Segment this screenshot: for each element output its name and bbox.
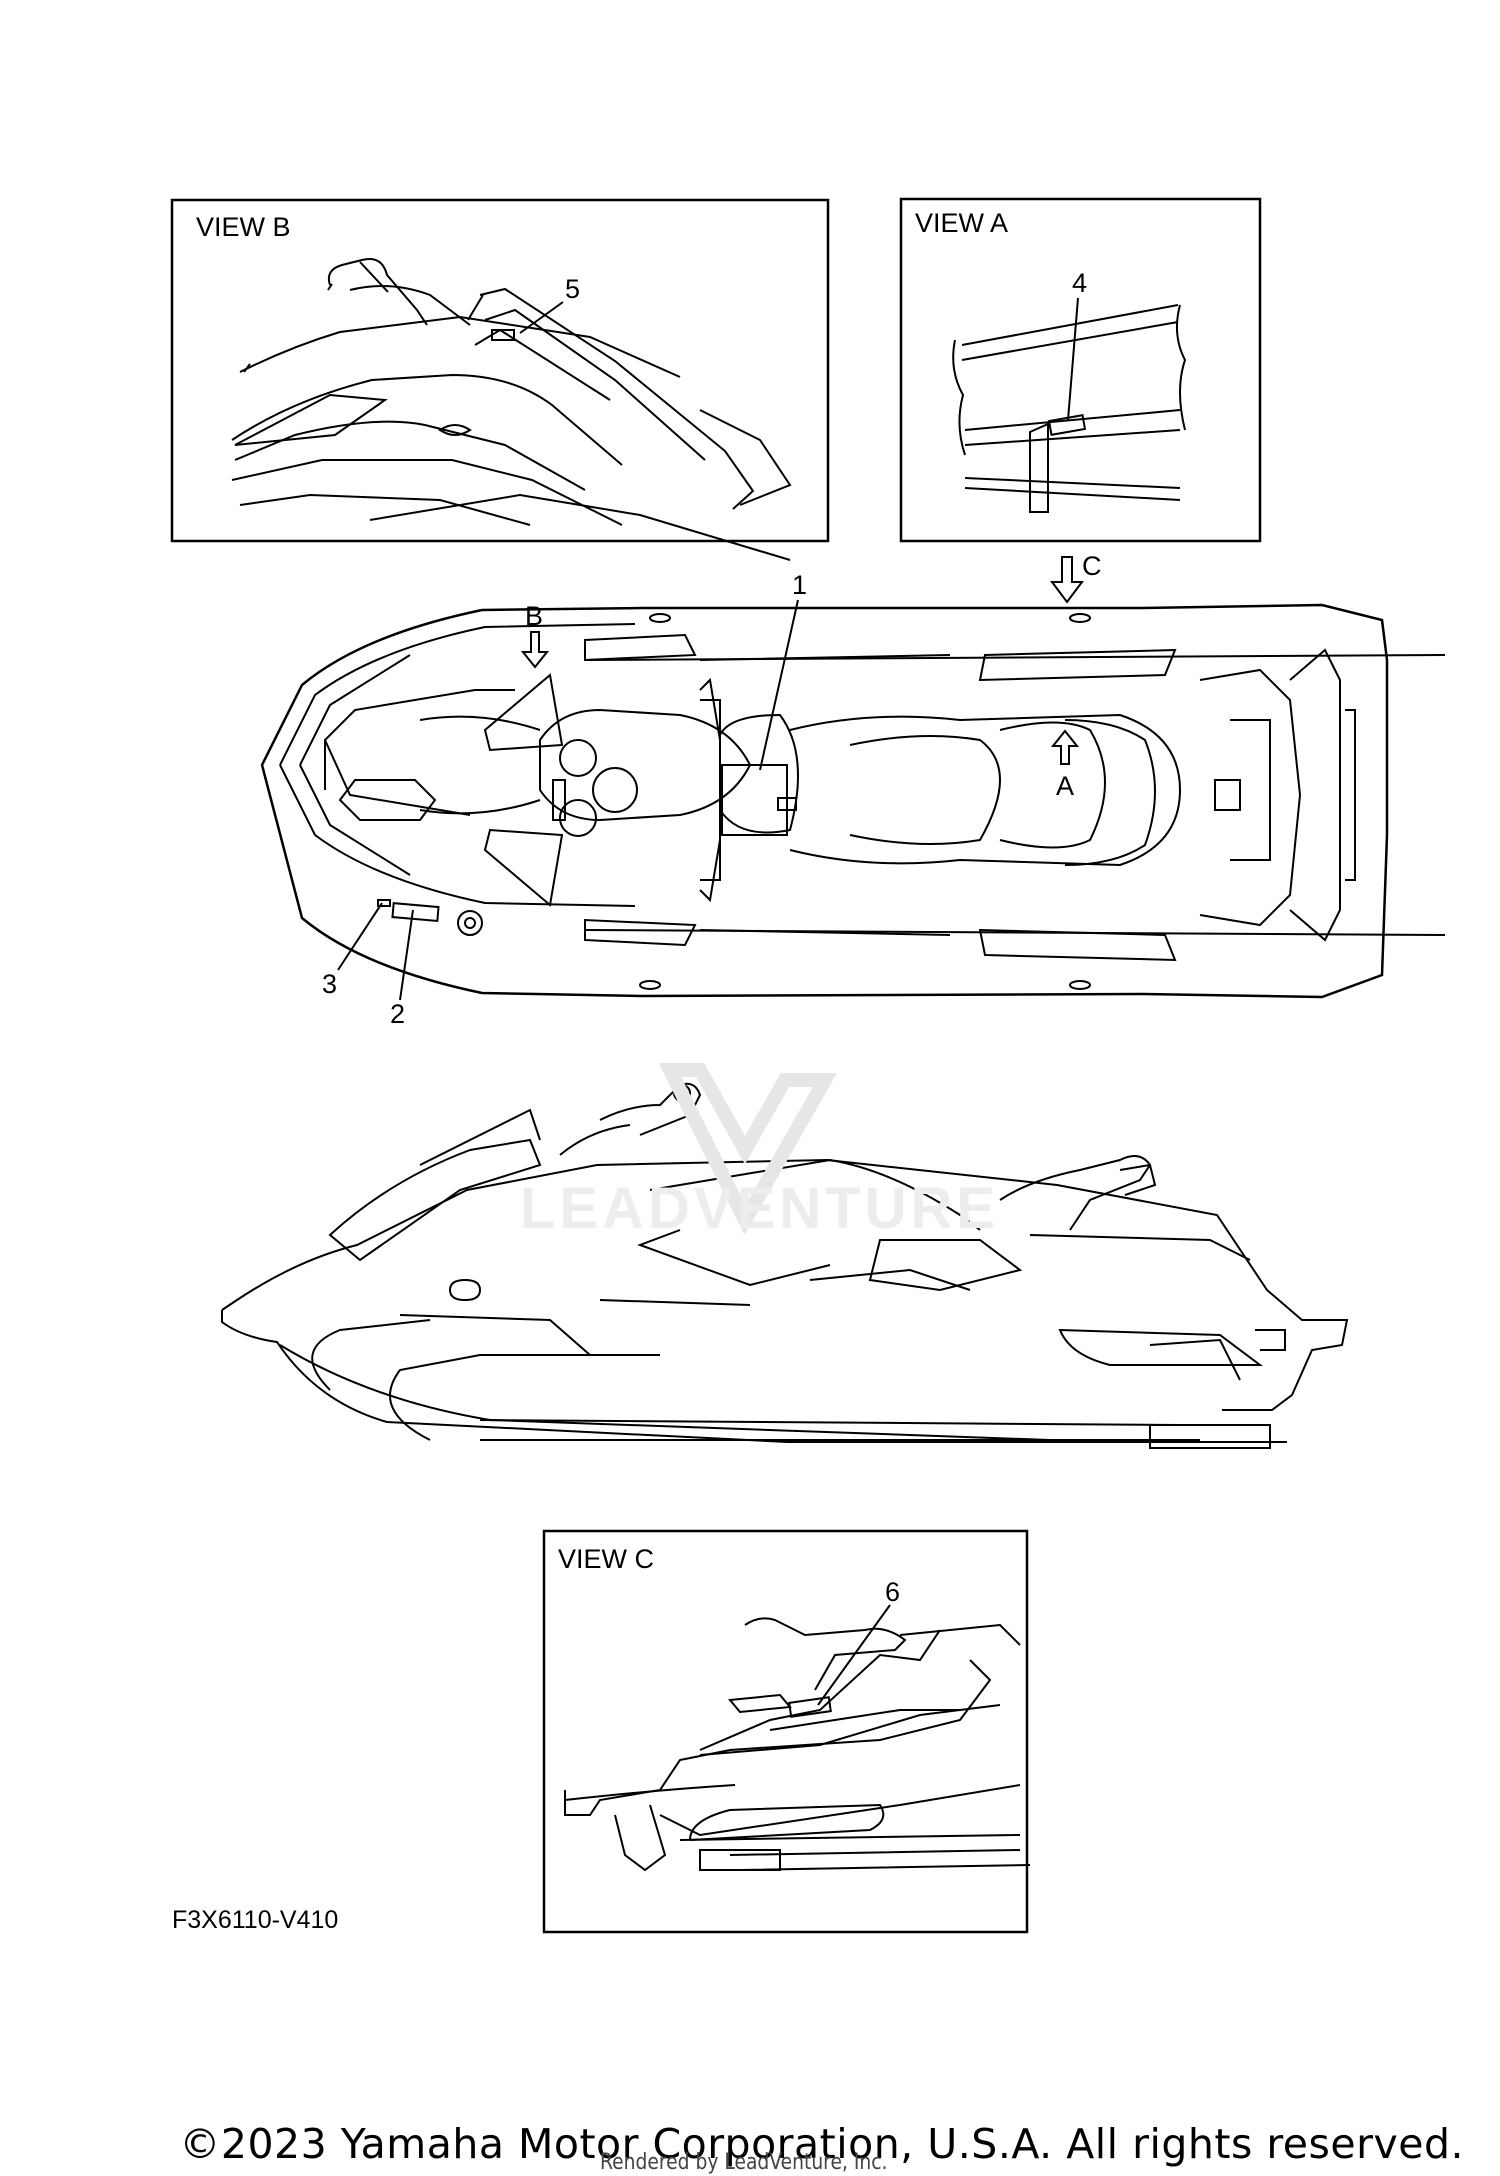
top-view-hull — [260, 603, 1446, 999]
view-a-label: VIEW A — [915, 208, 1008, 238]
leadventure-watermark — [658, 1063, 838, 1235]
copyright-text: ©2023 Yamaha Motor Corporation, U.S.A. A… — [179, 2120, 1464, 2168]
callout-3: 3 — [322, 969, 337, 999]
arrow-b — [520, 631, 550, 669]
callout-5: 5 — [565, 274, 580, 304]
arrow-b-label: B — [525, 601, 543, 631]
arrow-a — [1050, 729, 1080, 765]
callout-2: 2 — [390, 999, 405, 1029]
label-5-marker — [491, 329, 515, 341]
label-3-marker — [377, 899, 391, 907]
callout-6: 6 — [885, 1577, 900, 1607]
arrow-c — [1050, 556, 1084, 604]
rendered-by-text: Rendered by LeadVenture, Inc. — [600, 2150, 888, 2175]
label-1-marker — [721, 764, 788, 836]
callout-4-leader — [1067, 297, 1079, 421]
arrow-a-label: A — [1056, 771, 1074, 801]
callout-1: 1 — [792, 570, 807, 600]
label-2-marker — [391, 902, 440, 923]
watermark-text: LEADVENTURE — [520, 1176, 999, 1241]
callout-3-leader — [337, 902, 383, 971]
view-a-panel: VIEW A — [899, 197, 1262, 543]
label-6-marker — [788, 1696, 832, 1718]
callout-5-leader — [519, 301, 564, 334]
side-view-hull — [221, 1082, 1349, 1449]
view-b-panel: VIEW B — [170, 198, 830, 561]
label-4-marker — [1047, 413, 1087, 437]
view-b-label: VIEW B — [196, 212, 291, 242]
arrow-c-label: C — [1082, 551, 1102, 581]
callout-2-leader — [399, 909, 414, 1001]
callout-1-leader — [759, 599, 799, 771]
view-c-label: VIEW C — [558, 1544, 654, 1574]
callout-6-leader — [817, 1604, 891, 1706]
diagram-code: F3X6110-V410 — [172, 1906, 339, 1934]
view-c-panel: VIEW C — [542, 1529, 1031, 1934]
callout-4: 4 — [1072, 268, 1087, 298]
